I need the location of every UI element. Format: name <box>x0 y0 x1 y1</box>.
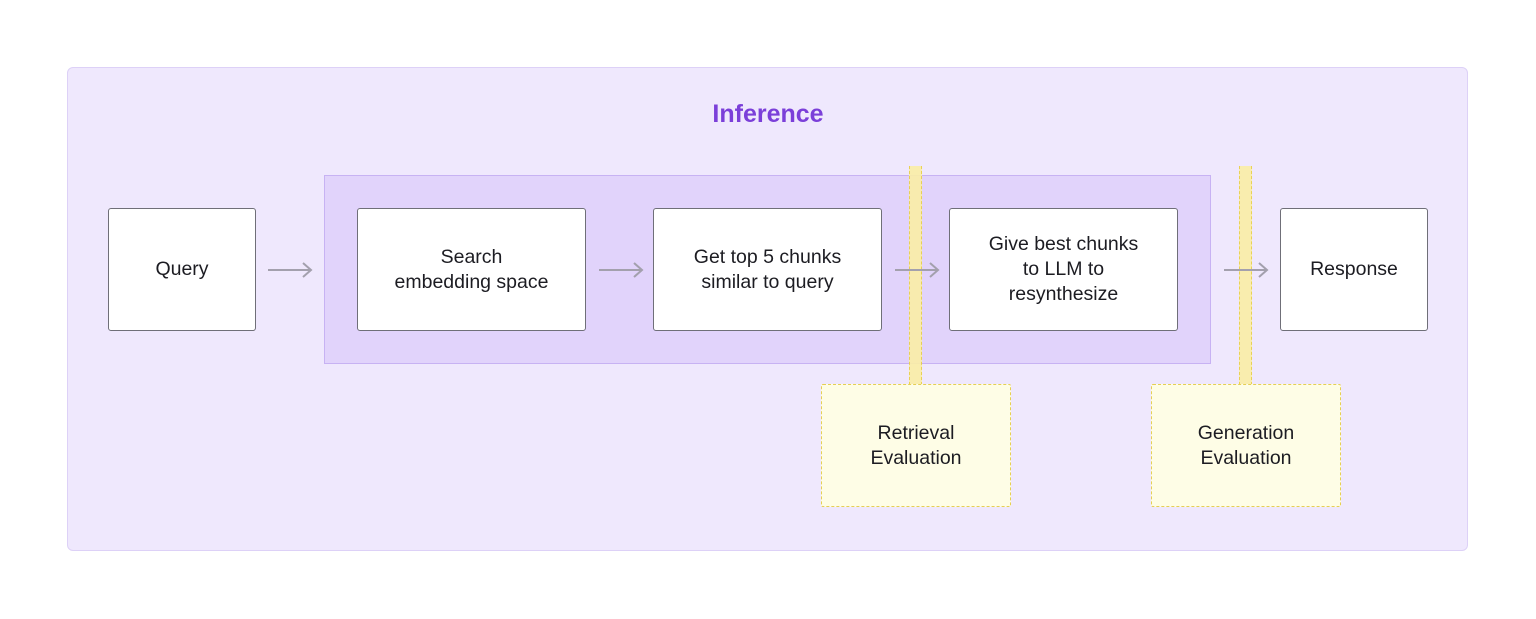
generation-eval-marker <box>1239 166 1252 385</box>
search-embedding-node: Search embedding space <box>357 208 586 331</box>
query-node: Query <box>108 208 256 331</box>
generation-evaluation-box: Generation Evaluation <box>1151 384 1341 507</box>
arrow-resynthesize-to-response <box>1224 262 1269 278</box>
retrieval-evaluation-box: Retrieval Evaluation <box>821 384 1011 507</box>
top-chunks-node: Get top 5 chunks similar to query <box>653 208 882 331</box>
diagram-title: Inference <box>712 100 824 128</box>
response-node: Response <box>1280 208 1428 331</box>
arrow-top-chunks-to-resynthesize <box>895 262 940 278</box>
retrieval-eval-marker <box>909 166 922 385</box>
arrow-search-to-top-chunks <box>599 262 644 278</box>
arrow-query-to-search <box>268 262 313 278</box>
resynthesize-node: Give best chunks to LLM to resynthesize <box>949 208 1178 331</box>
